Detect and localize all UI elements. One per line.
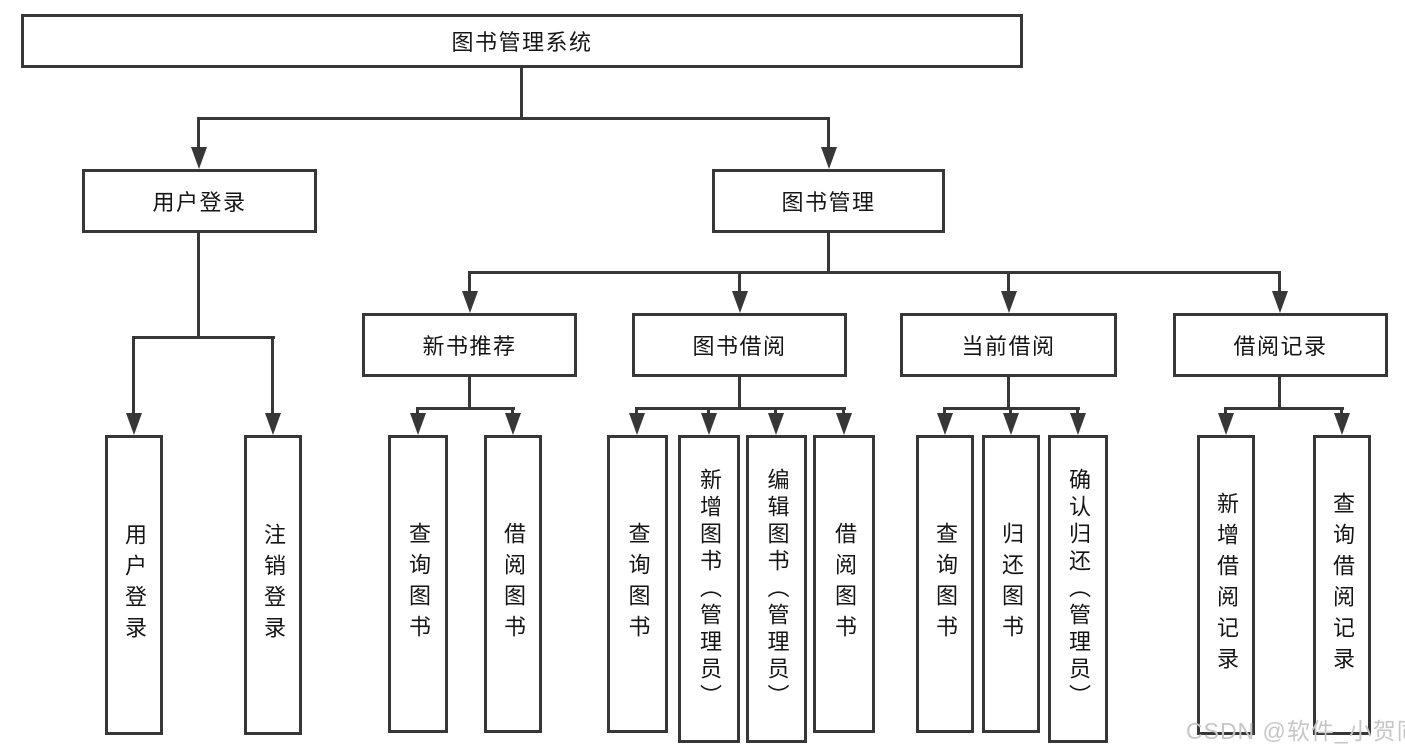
arrow-down-icon [1003,413,1019,435]
leaf-query-books-current: 查询图书 [916,435,974,733]
node-user-login-label: 用户登录 [152,190,247,215]
leaf-query-books-newrec-label: 查询图书 [406,522,431,646]
arrow-down-icon [265,413,281,435]
arrow-down-icon [1218,413,1234,435]
node-borrow-records: 借阅记录 [1173,313,1388,377]
node-user-login: 用户登录 [82,169,317,233]
connector-stem-current-borrow [1007,377,1010,409]
leaf-add-borrow-record: 新增借阅记录 [1197,435,1255,735]
node-book-borrow-label: 图书借阅 [692,334,787,359]
connector-drop [1278,271,1281,297]
node-current-borrow-label: 当前借阅 [961,334,1056,359]
arrow-down-icon [821,147,837,169]
leaf-query-books-borrow-label: 查询图书 [625,522,651,646]
connector-branch-new-book-recommend [416,407,515,410]
leaf-logout: 注销登录 [244,435,302,735]
leaf-add-book-admin: 新增图书（管理员） [678,435,740,743]
connector-branch-user-login [133,336,275,339]
connector-stem-user-login [197,233,200,338]
leaf-return-books-label: 归还图书 [999,522,1024,646]
node-new-book-recommend: 新书推荐 [362,313,577,377]
connector-stem-new-book-recommend [468,377,471,409]
leaf-add-borrow-record-label: 新增借阅记录 [1214,492,1239,678]
leaf-user-login: 用户登录 [105,435,163,735]
connector-stem-root [520,68,523,119]
arrow-down-icon [768,413,784,435]
leaf-edit-book-admin-label: 编辑图书（管理员） [764,467,790,711]
connector-stem-borrow-records [1278,377,1281,409]
arrow-down-icon [462,291,478,313]
arrow-down-icon [629,413,645,435]
arrow-down-icon [410,413,426,435]
csdn-watermark: CSDN @软件_小贺同学 [1186,718,1405,744]
leaf-confirm-return-admin: 确认归还（管理员） [1048,435,1108,743]
node-book-management-label: 图书管理 [781,190,876,215]
node-book-management: 图书管理 [712,169,945,233]
leaf-borrow-books-newrec: 借阅图书 [484,435,542,733]
leaf-query-books-newrec: 查询图书 [388,435,448,733]
leaf-add-book-admin-label: 新增图书（管理员） [697,467,722,711]
connector-drop [271,336,274,419]
connector-branch-level2 [198,117,830,120]
arrow-down-icon [732,291,748,313]
leaf-borrow-books-borrow: 借阅图书 [813,435,875,733]
leaf-confirm-return-admin-label: 确认归还（管理员） [1066,467,1091,711]
node-new-book-recommend-label: 新书推荐 [422,334,517,359]
leaf-borrow-books-borrow-label: 借阅图书 [832,522,857,646]
arrow-down-icon [191,147,207,169]
leaf-query-books-current-label: 查询图书 [933,522,958,646]
arrow-down-icon [1272,291,1288,313]
connector-drop [468,271,471,297]
connector-branch-borrow-records [1225,407,1344,410]
node-root-label: 图书管理系统 [451,30,593,55]
arrow-down-icon [1001,291,1017,313]
connector-drop [132,336,135,419]
arrow-down-icon [126,413,142,435]
leaf-query-borrow-record-label: 查询借阅记录 [1330,492,1355,678]
leaf-query-borrow-record: 查询借阅记录 [1313,435,1371,735]
connector-drop [197,117,200,153]
leaf-borrow-books-newrec-label: 借阅图书 [501,522,526,646]
leaf-edit-book-admin: 编辑图书（管理员） [746,435,807,743]
arrow-down-icon [701,413,717,435]
connector-branch-level3 [469,271,1281,274]
connector-branch-book-borrow [636,407,846,410]
leaf-user-login-label: 用户登录 [122,523,147,647]
arrow-down-icon [937,413,953,435]
node-current-borrow: 当前借阅 [900,313,1117,377]
node-borrow-records-label: 借阅记录 [1233,334,1328,359]
leaf-return-books: 归还图书 [982,435,1040,733]
connector-drop [1007,271,1010,297]
arrow-down-icon [1070,413,1086,435]
arrow-down-icon [505,413,521,435]
leaf-logout-label: 注销登录 [261,523,286,647]
connector-branch-current-borrow [944,407,1080,410]
connector-stem-book-management [827,233,830,273]
node-root: 图书管理系统 [21,14,1023,68]
arrow-down-icon [836,413,852,435]
connector-stem-book-borrow [738,377,741,409]
connector-drop [827,117,830,153]
connector-drop [738,271,741,297]
arrow-down-icon [1334,413,1350,435]
leaf-query-books-borrow: 查询图书 [607,435,668,733]
node-book-borrow: 图书借阅 [632,313,847,377]
